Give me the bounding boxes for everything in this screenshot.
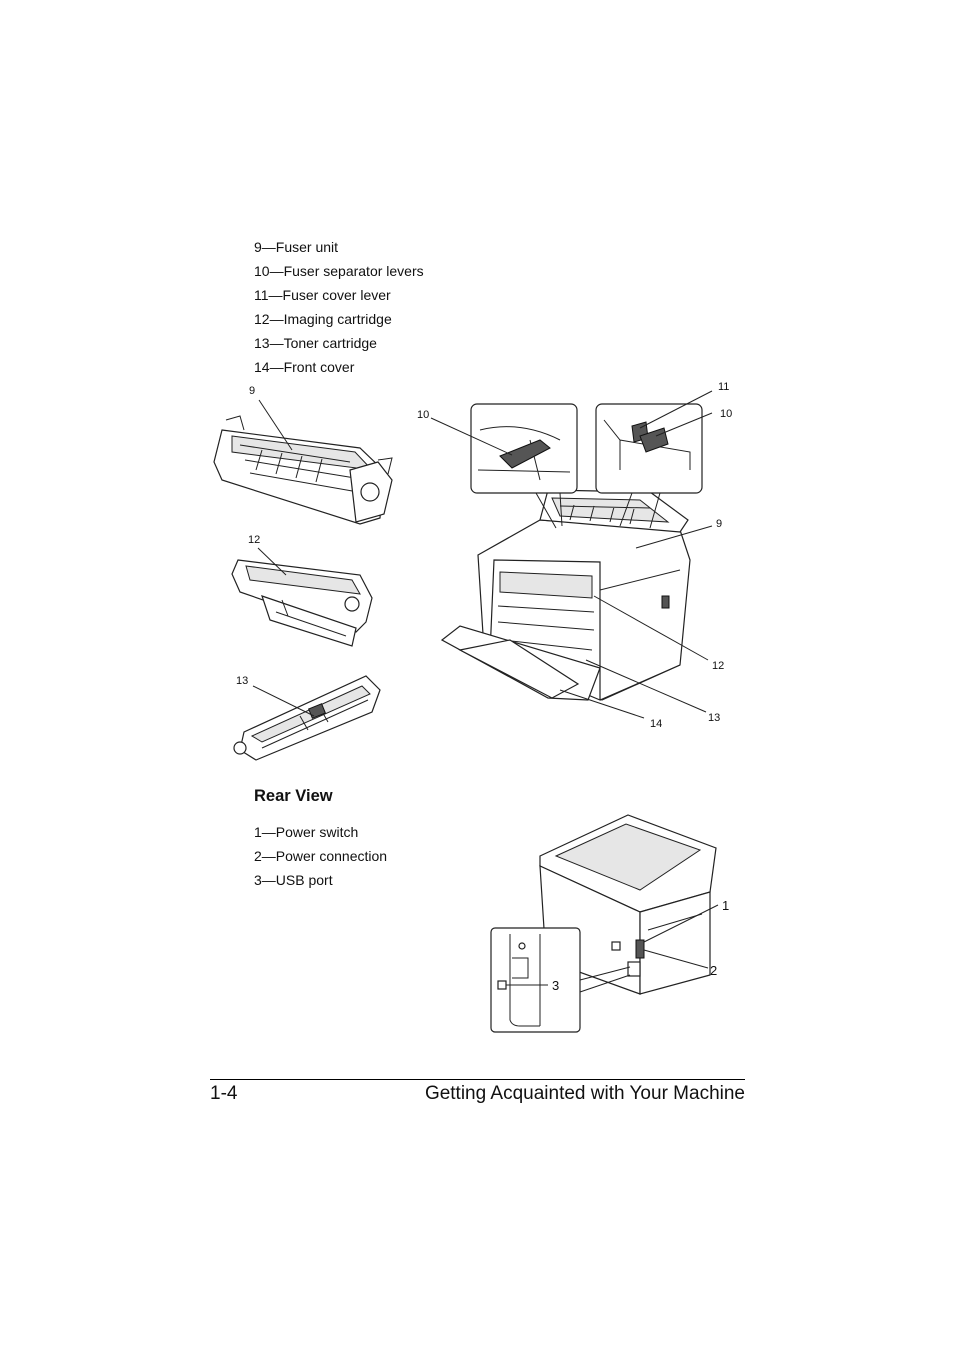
imaging-cartridge-illustration [231, 559, 373, 647]
callout-3: 3 [552, 978, 559, 993]
callout-9-printer: 9 [716, 518, 722, 530]
chapter-title: Getting Acquainted with Your Machine [424, 1083, 745, 1104]
legend-item: 13—Toner cartridge [254, 335, 377, 351]
callout-9: 9 [249, 385, 255, 397]
printer-front-illustration [440, 489, 691, 701]
fuser-unit-illustration [213, 415, 393, 525]
inset-usb-port [490, 927, 581, 1033]
footer-rule [210, 1079, 745, 1080]
legend-item: 11—Fuser cover lever [254, 287, 391, 303]
front-parts-legend: 9—Fuser unit 10—Fuser separator levers 1… [254, 235, 424, 379]
callout-14-printer: 14 [650, 718, 662, 730]
page-number: 1-4 [210, 1083, 238, 1104]
callout-10-right: 10 [720, 408, 732, 420]
legend-item: 9—Fuser unit [254, 239, 339, 255]
callout-13-printer: 13 [708, 712, 720, 724]
rear-view-heading: Rear View [254, 787, 333, 805]
legend-item: 14—Front cover [254, 359, 355, 375]
legend-item: 10—Fuser separator levers [254, 263, 424, 279]
legend-item: 12—Imaging cartridge [254, 311, 392, 327]
rear-parts-legend: 1—Power switch 2—Power connection 3—USB … [254, 820, 387, 892]
callout-12-printer: 12 [712, 660, 724, 672]
callout-1: 1 [722, 898, 729, 913]
callout-10-left: 10 [417, 409, 429, 421]
legend-item: 1—Power switch [254, 824, 359, 840]
legend-item: 3—USB port [254, 872, 333, 888]
legend-item: 2—Power connection [254, 848, 388, 864]
callout-2: 2 [710, 963, 717, 978]
callout-13: 13 [236, 675, 248, 687]
callout-11: 11 [718, 381, 729, 393]
callout-12: 12 [248, 534, 260, 546]
